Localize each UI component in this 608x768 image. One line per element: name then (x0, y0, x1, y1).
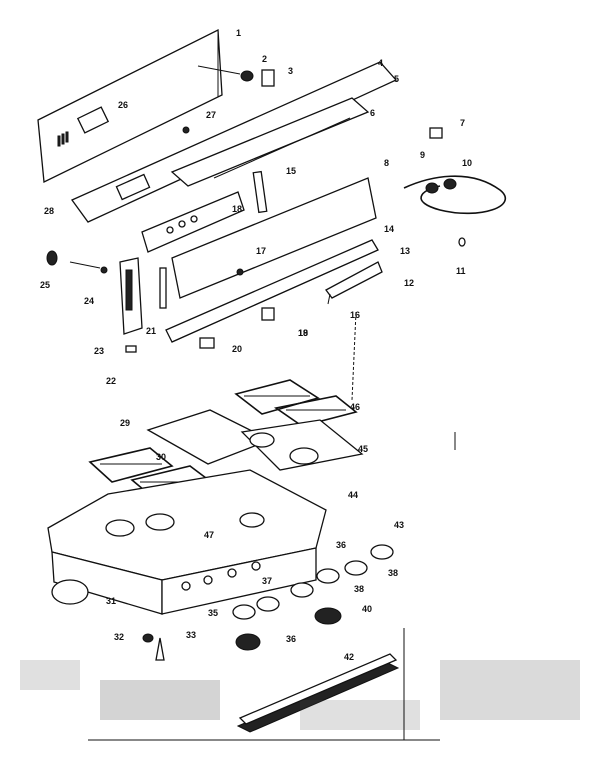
callout-31: 31 (106, 596, 116, 606)
callout-6: 6 (370, 108, 375, 118)
callout-36a: 36 (336, 540, 346, 550)
callout-33: 33 (186, 630, 196, 640)
callout-21: 21 (146, 326, 156, 336)
callout-labels: 1 2 3 4 5 6 7 8 9 10 11 12 13 14 15 16 1… (40, 28, 472, 662)
side-bracket-23 (119, 257, 143, 335)
callout-13: 13 (400, 246, 410, 256)
callout-45: 45 (358, 444, 368, 454)
callout-11: 11 (456, 266, 466, 276)
callout-4: 4 (378, 58, 383, 68)
callout-18b: 18 (298, 328, 308, 338)
callout-20: 20 (232, 344, 242, 354)
callout-37: 37 (262, 576, 272, 586)
trim-strip (170, 97, 370, 187)
callout-42: 42 (344, 652, 354, 662)
callout-18a: 18 (232, 204, 242, 214)
callout-46: 46 (350, 402, 360, 412)
callout-24: 24 (84, 296, 94, 306)
callout-38a: 38 (354, 584, 364, 594)
callout-22: 22 (106, 376, 116, 386)
front-control-panel (141, 191, 245, 253)
callout-43: 43 (394, 520, 404, 530)
speckle-noise (20, 432, 580, 741)
callout-12: 12 (404, 278, 414, 288)
callout-9: 9 (420, 150, 425, 160)
callout-17: 17 (256, 246, 266, 256)
callout-14: 14 (384, 224, 394, 234)
control-panel-back (71, 61, 398, 223)
lower-front-panel (171, 177, 377, 299)
drawer-handle (236, 653, 400, 733)
callout-28: 28 (44, 206, 54, 216)
cooktop-top (47, 469, 327, 581)
callout-2: 2 (262, 54, 267, 64)
bracket-12-13 (325, 261, 383, 305)
callout-35: 35 (208, 608, 218, 618)
callout-32: 32 (114, 632, 124, 642)
burner-pans (240, 419, 364, 471)
callout-8: 8 (384, 158, 389, 168)
callout-19: 19 (298, 328, 308, 338)
callout-47: 47 (204, 530, 214, 540)
callout-38b: 38 (388, 568, 398, 578)
callout-29: 29 (120, 418, 130, 428)
callout-25: 25 (40, 280, 50, 290)
callout-26: 26 (118, 100, 128, 110)
callout-16: 16 (350, 310, 360, 320)
callout-23: 23 (94, 346, 104, 356)
callout-40: 40 (362, 604, 372, 614)
range-body (51, 547, 317, 615)
knobs (51, 544, 394, 661)
callout-27: 27 (206, 110, 216, 120)
callout-15: 15 (286, 166, 296, 176)
callout-3: 3 (288, 66, 293, 76)
callout-5: 5 (394, 74, 399, 84)
callout-7: 7 (460, 118, 465, 128)
small-parts (46, 65, 466, 353)
backguard-panel (37, 28, 223, 183)
callout-44: 44 (348, 490, 358, 500)
callout-1: 1 (236, 28, 241, 38)
front-rail (165, 239, 379, 343)
callout-30: 30 (156, 452, 166, 462)
gas-hose (403, 175, 507, 215)
callout-10: 10 (462, 158, 472, 168)
callout-36b: 36 (286, 634, 296, 644)
